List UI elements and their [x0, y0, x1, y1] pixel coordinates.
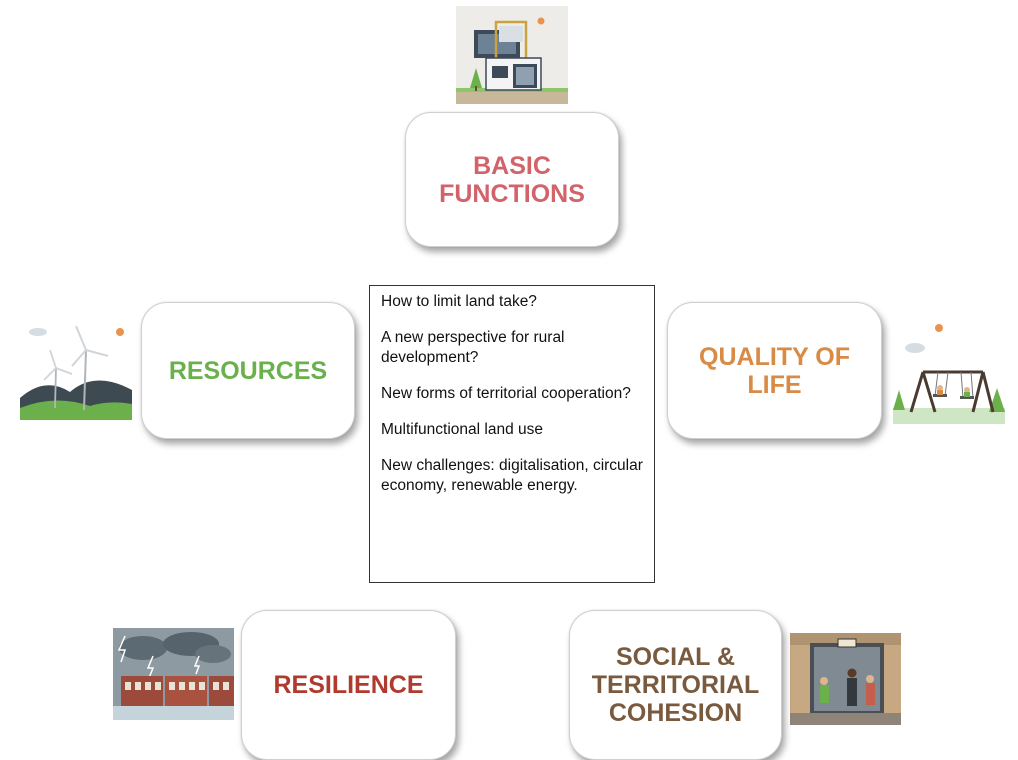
basic-functions-label-line: BASIC — [473, 151, 551, 180]
resilience-label-line: RESILIENCE — [273, 671, 424, 699]
question-item: Multifunctional land use — [381, 421, 543, 438]
resilience-card: RESILIENCE — [241, 610, 456, 760]
basic-functions-label: BASIC FUNCTIONS — [439, 152, 585, 208]
social-territorial-cohesion-label: SOCIAL & TERRITORIAL COHESION — [592, 643, 760, 727]
bus-stop-illustration — [790, 633, 901, 725]
social-cohesion-label-line: COHESION — [608, 699, 743, 727]
question-item: A new perspective for rural development? — [381, 329, 565, 366]
question-item: New challenges: digitalisation, circular… — [381, 457, 643, 494]
storm-flood-illustration — [113, 628, 234, 720]
questions-box: How to limit land take? A new perspectiv… — [369, 285, 655, 583]
resources-label-line: RESOURCES — [168, 356, 328, 385]
quality-of-life-card: QUALITY OF LIFE — [667, 302, 882, 439]
question-item: New forms of territorial cooperation? — [381, 385, 631, 402]
social-territorial-cohesion-card: SOCIAL & TERRITORIAL COHESION — [569, 610, 782, 760]
quality-of-life-label-line: QUALITY OF — [699, 342, 850, 371]
resources-card: RESOURCES — [141, 302, 355, 439]
basic-functions-label-line: FUNCTIONS — [439, 179, 585, 208]
social-cohesion-label-line: TERRITORIAL — [591, 671, 760, 699]
house-illustration — [456, 6, 568, 104]
quality-of-life-label-line: LIFE — [747, 370, 802, 399]
social-cohesion-label-line: SOCIAL & — [616, 643, 735, 671]
question-item: How to limit land take? — [381, 293, 537, 310]
quality-of-life-label: QUALITY OF LIFE — [699, 343, 850, 399]
resilience-label: RESILIENCE — [273, 671, 423, 699]
basic-functions-card: BASIC FUNCTIONS — [405, 112, 619, 247]
playground-swing-illustration — [893, 320, 1005, 424]
wind-turbine-illustration — [20, 320, 132, 420]
resources-label: RESOURCES — [169, 357, 327, 385]
